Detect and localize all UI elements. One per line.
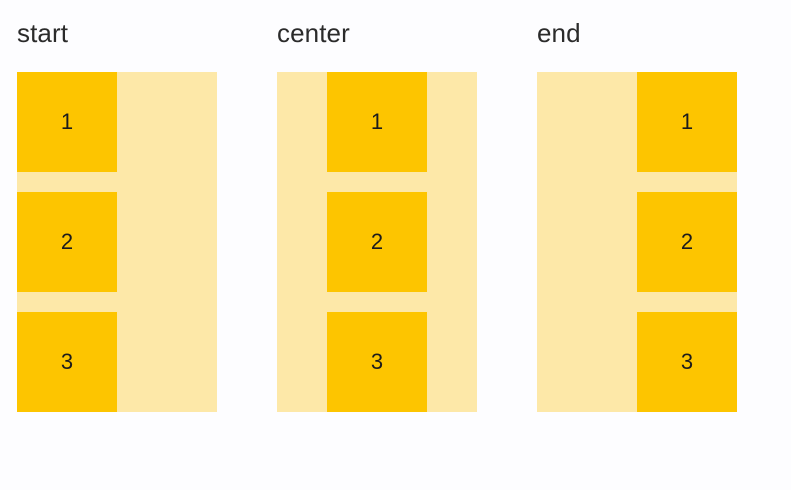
flex-item: 2 [327,192,427,292]
flex-item: 1 [327,72,427,172]
group-label-start: start [17,18,69,48]
group-label-center: center [277,18,350,48]
flex-item: 3 [637,312,737,412]
flex-item: 2 [637,192,737,292]
group-label-end: end [537,18,581,48]
flex-container-start: 1 2 3 [17,72,217,412]
flex-item: 3 [327,312,427,412]
flex-container-center: 1 2 3 [277,72,477,412]
flex-item: 3 [17,312,117,412]
flex-item: 1 [637,72,737,172]
flex-item: 1 [17,72,117,172]
flex-container-end: 1 2 3 [537,72,737,412]
flex-item: 2 [17,192,117,292]
